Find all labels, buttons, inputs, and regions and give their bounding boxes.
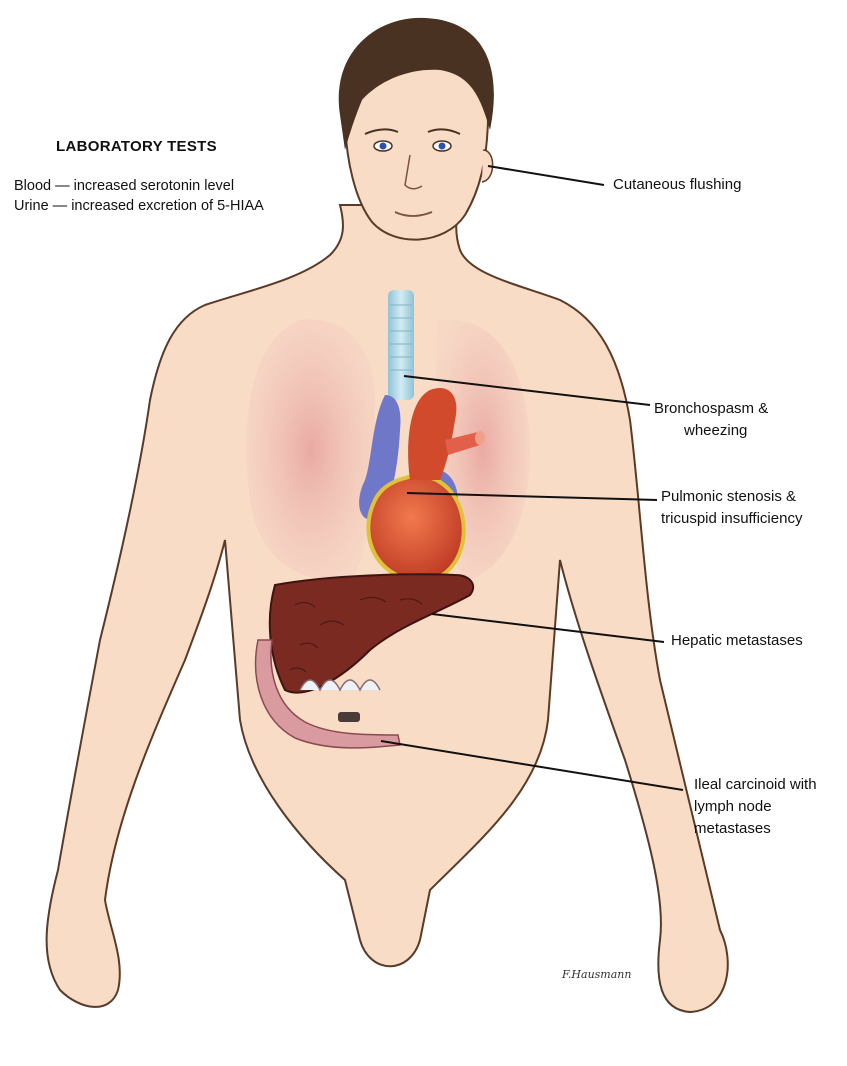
callout-line: lymph node (694, 796, 817, 818)
callout-line: Hepatic metastases (671, 630, 803, 652)
trachea (388, 290, 414, 400)
callout-line: tricuspid insufficiency (661, 508, 802, 530)
lab-tests-title: LABORATORY TESTS (56, 138, 217, 155)
callout-cutaneous-flushing: Cutaneous flushing (613, 174, 741, 196)
callout-hepatic-metastases: Hepatic metastases (671, 630, 803, 652)
left-lung (247, 320, 375, 581)
heart (368, 476, 463, 581)
callout-line: Pulmonic stenosis & (661, 486, 802, 508)
artist-signature: F.Hausmann (561, 968, 631, 981)
lab-test-blood: Blood — increased serotonin level (14, 178, 234, 194)
callout-line: metastases (694, 818, 817, 840)
callout-line: wheezing (654, 420, 768, 442)
callout-ileal-carcinoid: Ileal carcinoid with lymph node metastas… (694, 774, 817, 840)
callout-line: Ileal carcinoid with (694, 774, 817, 796)
callout-pulmonic-stenosis: Pulmonic stenosis & tricuspid insufficie… (661, 486, 802, 530)
callout-line: Cutaneous flushing (613, 174, 741, 196)
callout-line: Bronchospasm & (654, 398, 768, 420)
callout-bronchospasm: Bronchospasm & wheezing (654, 398, 768, 442)
leader-line-flushing (488, 166, 604, 185)
lab-test-urine: Urine — increased excretion of 5-HIAA (14, 198, 264, 214)
